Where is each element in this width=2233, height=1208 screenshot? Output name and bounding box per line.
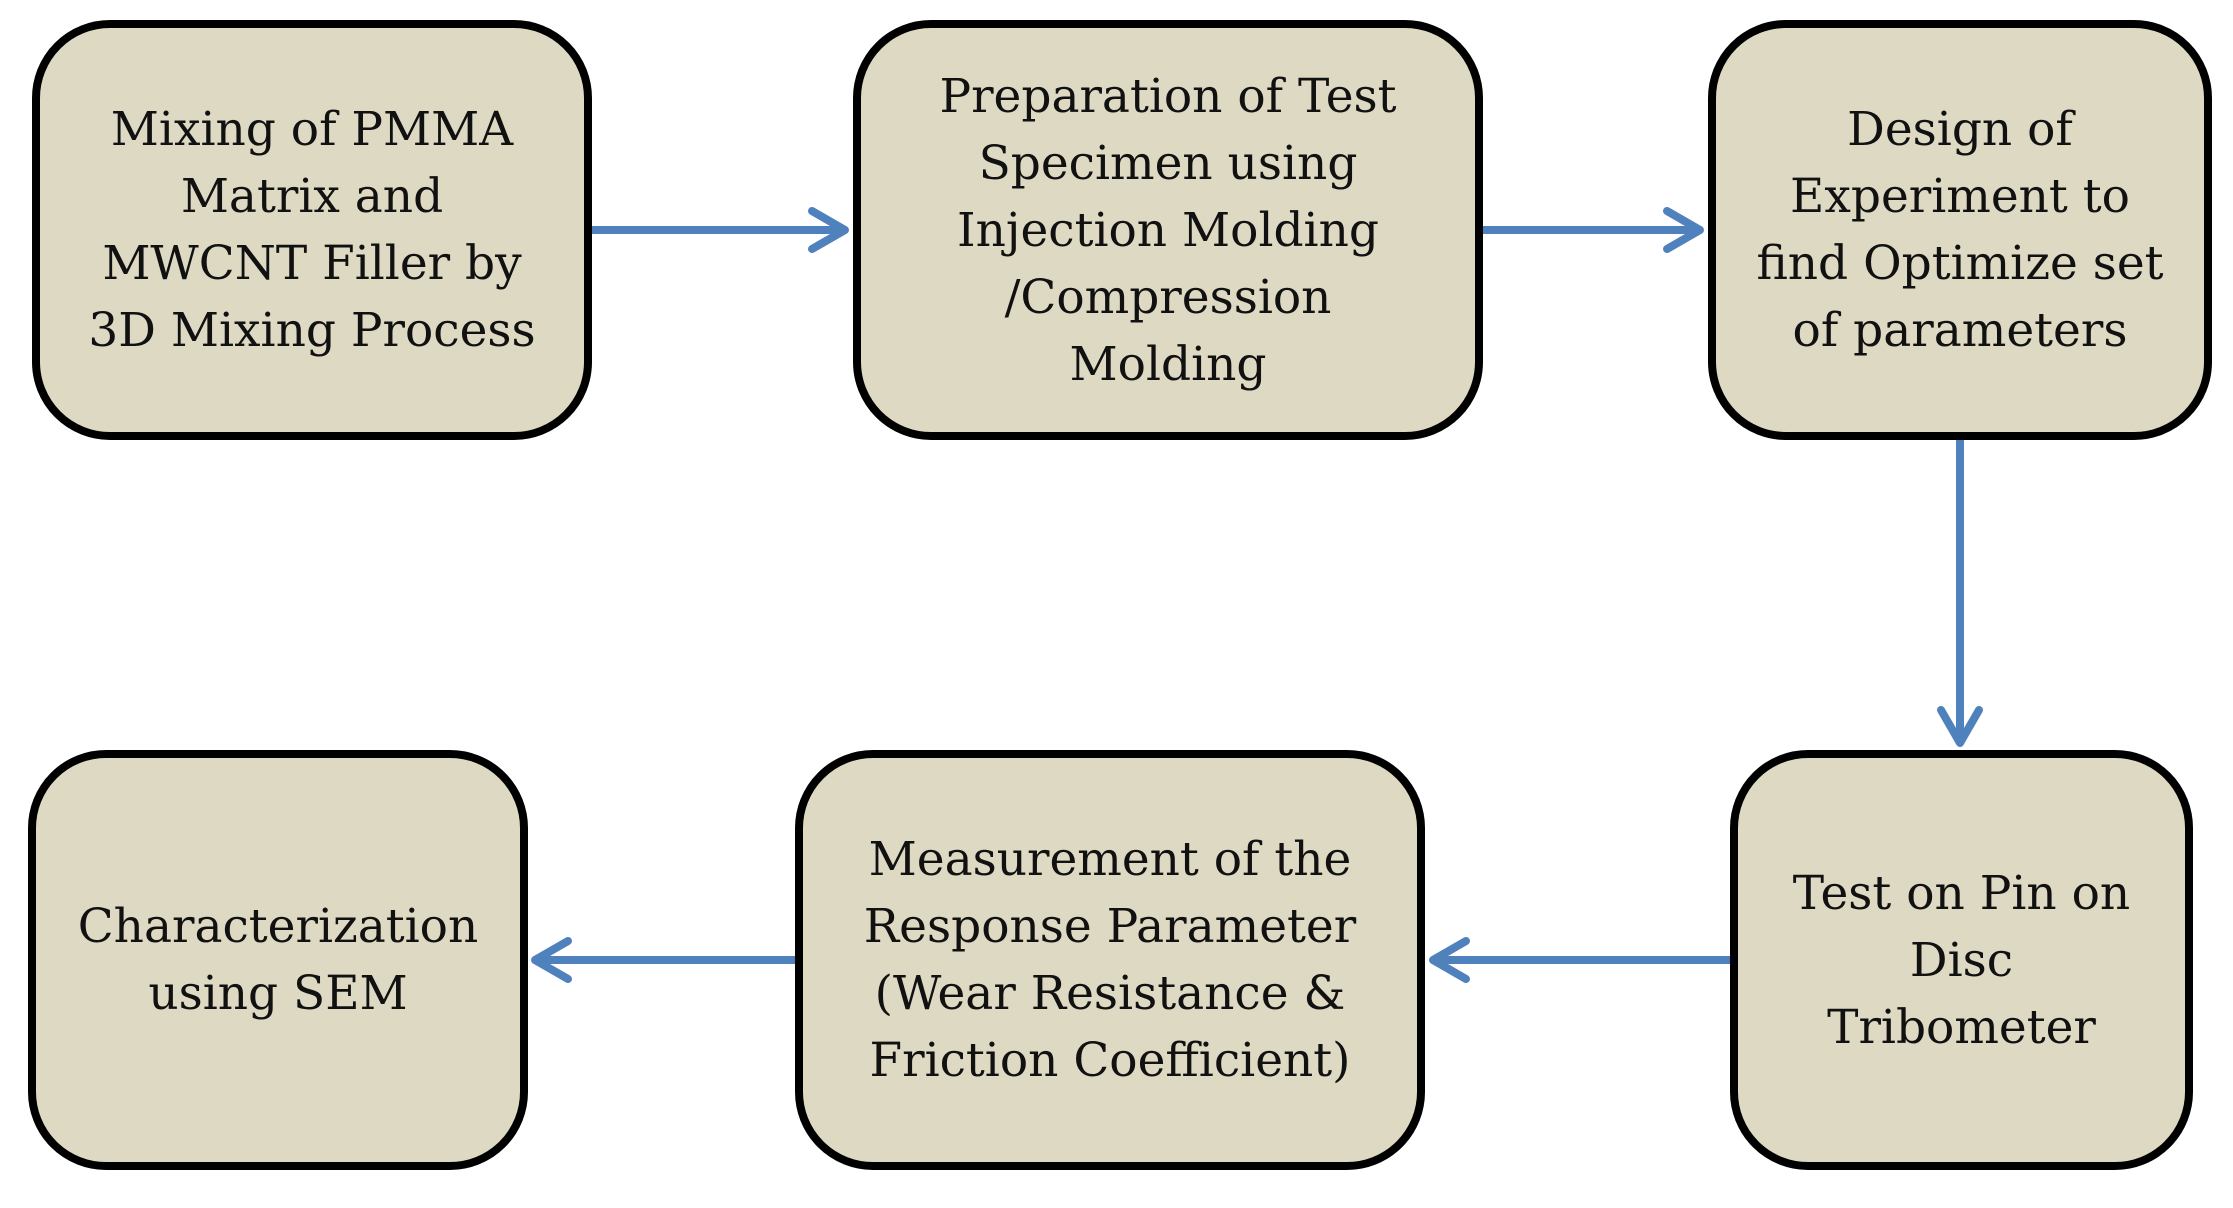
- step-box-response-measurement: Measurement of the Response Parameter (W…: [795, 750, 1425, 1170]
- step-box-specimen-preparation: Preparation of Test Specimen using Injec…: [853, 20, 1483, 440]
- arrow-step-2-to-step-3: [1479, 207, 1704, 253]
- arrow-step-3-to-step-4: [1937, 436, 1983, 747]
- step-label: Preparation of Test Specimen using Injec…: [939, 68, 1397, 392]
- arrow-step-4-to-step-5: [1429, 937, 1734, 983]
- step-label: Measurement of the Response Parameter (W…: [863, 832, 1357, 1088]
- arrow-step-1-to-step-2: [588, 207, 849, 253]
- step-box-mixing: Mixing of PMMA Matrix and MWCNT Filler b…: [32, 20, 592, 440]
- step-box-design-of-experiment: Design of Experiment to find Optimize se…: [1708, 20, 2212, 440]
- step-label: Test on Pin on Disc Tribometer: [1792, 865, 2131, 1055]
- step-label: Characterization using SEM: [77, 899, 479, 1021]
- arrow-step-5-to-step-6: [531, 937, 799, 983]
- step-label: Design of Experiment to find Optimize se…: [1756, 102, 2164, 358]
- step-box-sem-characterization: Characterization using SEM: [28, 750, 528, 1170]
- step-label: Mixing of PMMA Matrix and MWCNT Filler b…: [88, 102, 536, 358]
- step-box-pin-on-disc-test: Test on Pin on Disc Tribometer: [1730, 750, 2193, 1170]
